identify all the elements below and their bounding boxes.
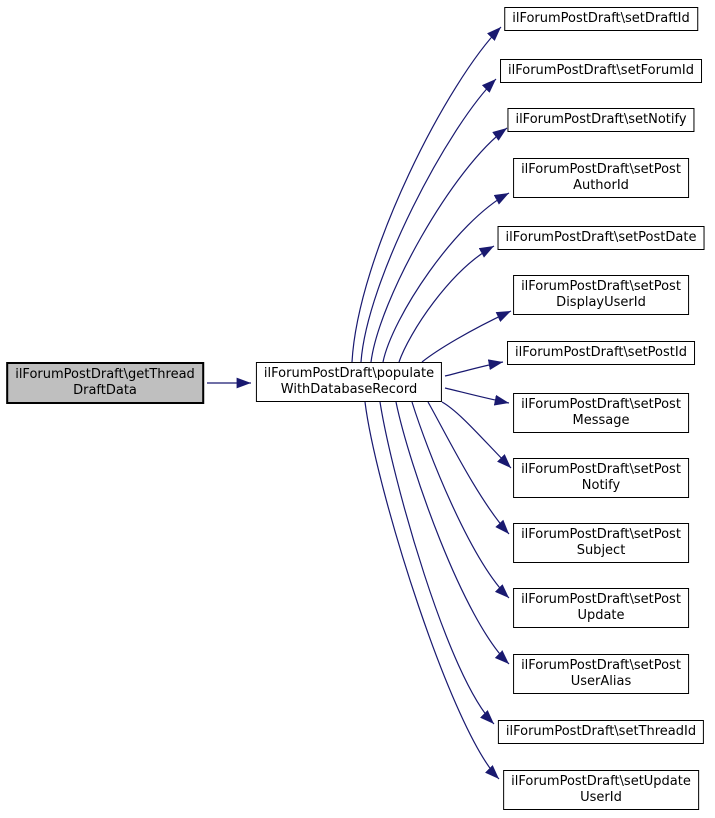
node-setDraftId[interactable]: ilForumPostDraft\setDraftId bbox=[504, 7, 698, 31]
edge-caller-to-setUpdateUserId bbox=[364, 401, 500, 780]
edge-caller-to-setPostUserAlias bbox=[395, 401, 510, 665]
node-setPostDate[interactable]: ilForumPostDraft\setPostDate bbox=[497, 226, 705, 250]
edge-caller-to-setNotify bbox=[370, 127, 508, 363]
edge-caller-to-setPostAuthorId bbox=[382, 192, 510, 363]
node-setPostAuthorId[interactable]: ilForumPostDraft\setPost AuthorId bbox=[513, 158, 689, 198]
node-setForumId[interactable]: ilForumPostDraft\setForumId bbox=[500, 59, 702, 83]
node-setPostSubject[interactable]: ilForumPostDraft\setPost Subject bbox=[513, 523, 689, 563]
edge-caller-to-setPostSubject bbox=[427, 401, 510, 535]
node-setUpdateUserId[interactable]: ilForumPostDraft\setUpdate UserId bbox=[503, 770, 699, 810]
node-setPostUpdate[interactable]: ilForumPostDraft\setPost Update bbox=[513, 588, 689, 628]
node-setPostUserAlias[interactable]: ilForumPostDraft\setPost UserAlias bbox=[513, 654, 689, 694]
edge-caller-to-setThreadId bbox=[379, 401, 495, 725]
edge-caller-to-setPostDate bbox=[398, 245, 495, 363]
edge-caller-to-setDraftId bbox=[351, 26, 502, 363]
edge-caller-to-setPostNotify bbox=[441, 401, 512, 469]
node-setThreadId[interactable]: ilForumPostDraft\setThreadId bbox=[497, 720, 705, 744]
node-setNotify[interactable]: ilForumPostDraft\setNotify bbox=[507, 108, 695, 132]
node-setPostId[interactable]: ilForumPostDraft\setPostId bbox=[507, 341, 695, 365]
edge-caller-to-setPostId bbox=[444, 359, 504, 377]
node-populateWithDatabaseRecord[interactable]: ilForumPostDraft\populate WithDatabaseRe… bbox=[255, 362, 443, 402]
edge-caller-to-setPostMessage bbox=[444, 387, 510, 406]
node-setPostDisplayUserId[interactable]: ilForumPostDraft\setPost DisplayUserId bbox=[513, 275, 689, 315]
edge-caller-to-setPostUpdate bbox=[411, 401, 510, 599]
edge-caller-to-setPostDisplayUserId bbox=[421, 310, 512, 363]
node-setPostMessage[interactable]: ilForumPostDraft\setPost Message bbox=[513, 393, 689, 433]
node-setPostNotify[interactable]: ilForumPostDraft\setPost Notify bbox=[513, 458, 689, 498]
edge-caller-to-setForumId bbox=[360, 78, 497, 363]
node-getThreadDraftData[interactable]: ilForumPostDraft\getThread DraftData bbox=[6, 362, 204, 404]
